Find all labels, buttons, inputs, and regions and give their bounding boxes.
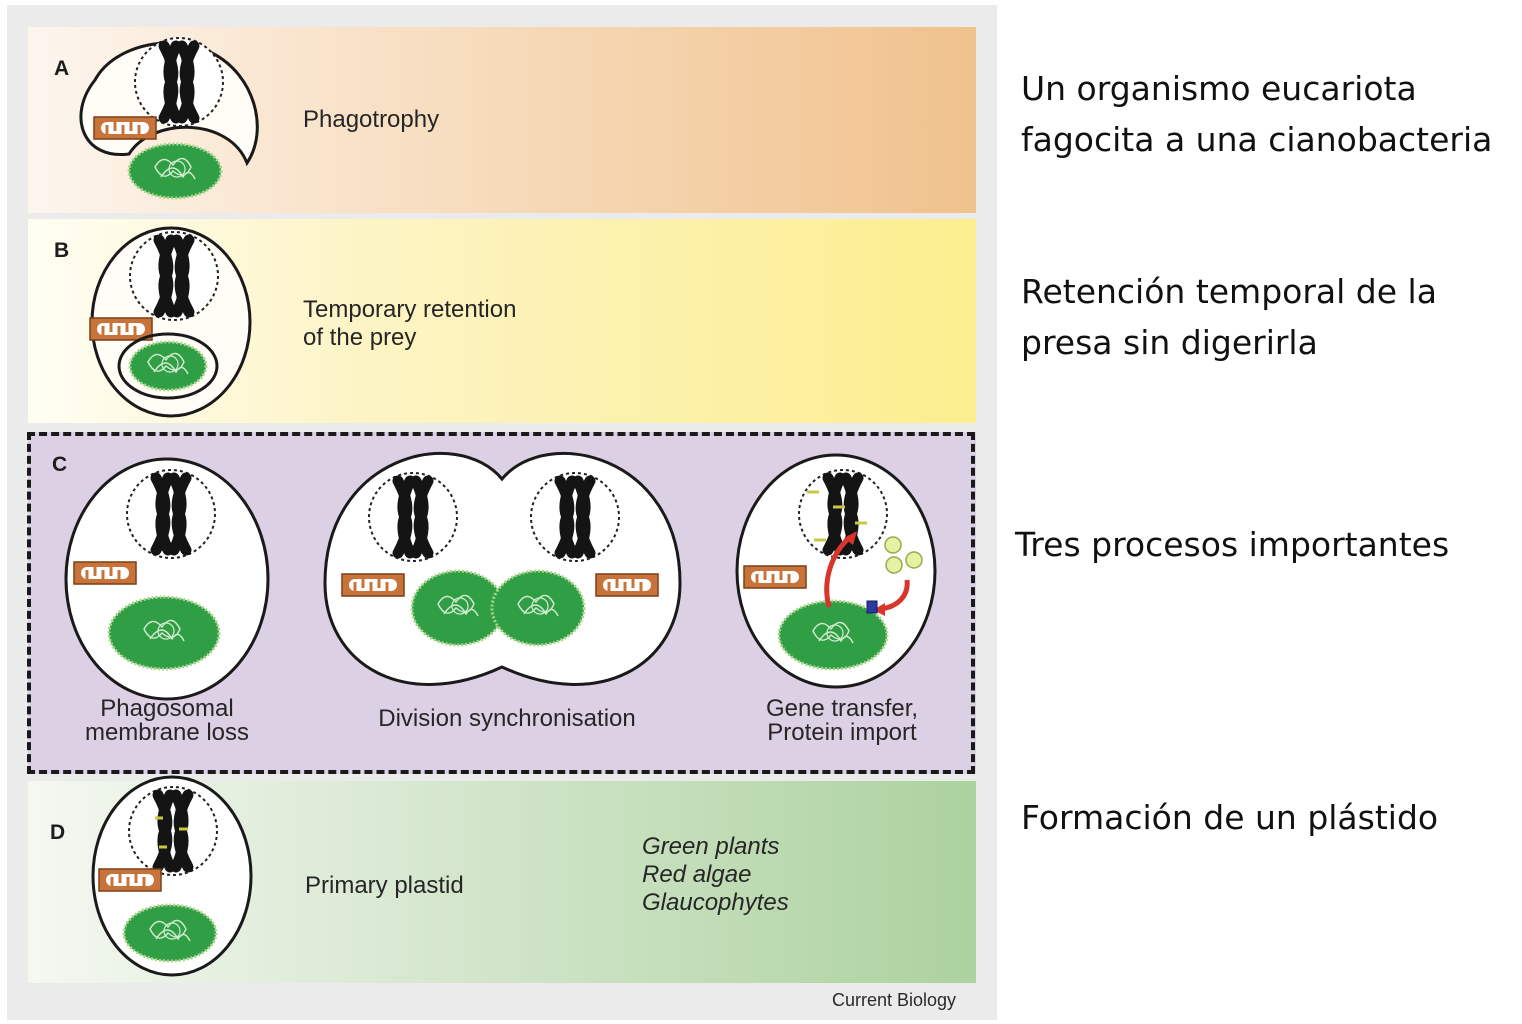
annotation-b-line2: presa sin digerirla	[1021, 323, 1318, 362]
step1-label-line2: membrane loss	[84, 719, 250, 746]
gene-transfer-arrow	[824, 535, 852, 608]
diagram-figure: A B C D Phagotrophy Temporary retention …	[7, 5, 997, 1020]
group-item: Green plants	[642, 833, 780, 860]
group-item: Red algae	[642, 861, 752, 888]
annotation-a: Un organismo eucariota fagocita a una ci…	[1021, 63, 1492, 165]
cell-illustrations	[64, 5, 937, 977]
step3-label-line2: Protein import	[767, 719, 917, 746]
annotation-d: Formación de un plástido	[1021, 798, 1439, 837]
panel-b-letter: B	[54, 239, 70, 262]
plastid-groups: Green plants Red algae Glaucophytes	[642, 833, 789, 917]
annotation-b: Retención temporal de la presa sin diger…	[1021, 266, 1437, 368]
annotation-b-line1: Retención temporal de la	[1021, 272, 1437, 311]
journal-credit: Current Biology	[832, 990, 957, 1010]
group-item: Glaucophytes	[642, 889, 789, 916]
annotation-c: Tres procesos importantes	[1015, 525, 1450, 564]
panel-d-letter: D	[50, 821, 66, 844]
panel-a-label: Phagotrophy	[303, 106, 440, 133]
cyanobacterium-prey	[127, 142, 223, 200]
panel-d-label: Primary plastid	[305, 872, 464, 899]
annotation-a-line2: fagocita a una cianobacteria	[1021, 120, 1493, 159]
step1-label-line1: Phagosomal	[100, 695, 234, 722]
annotation-a-line1: Un organismo eucariota	[1021, 69, 1417, 108]
step2-label: Division synchronisation	[378, 705, 636, 732]
panel-b-label-line2: of the prey	[303, 324, 417, 351]
panel-c-letter: C	[52, 453, 68, 476]
panel-b-label-line1: Temporary retention	[303, 296, 517, 323]
panel-a-letter: A	[54, 57, 70, 80]
step3-label-line1: Gene transfer,	[765, 695, 919, 722]
